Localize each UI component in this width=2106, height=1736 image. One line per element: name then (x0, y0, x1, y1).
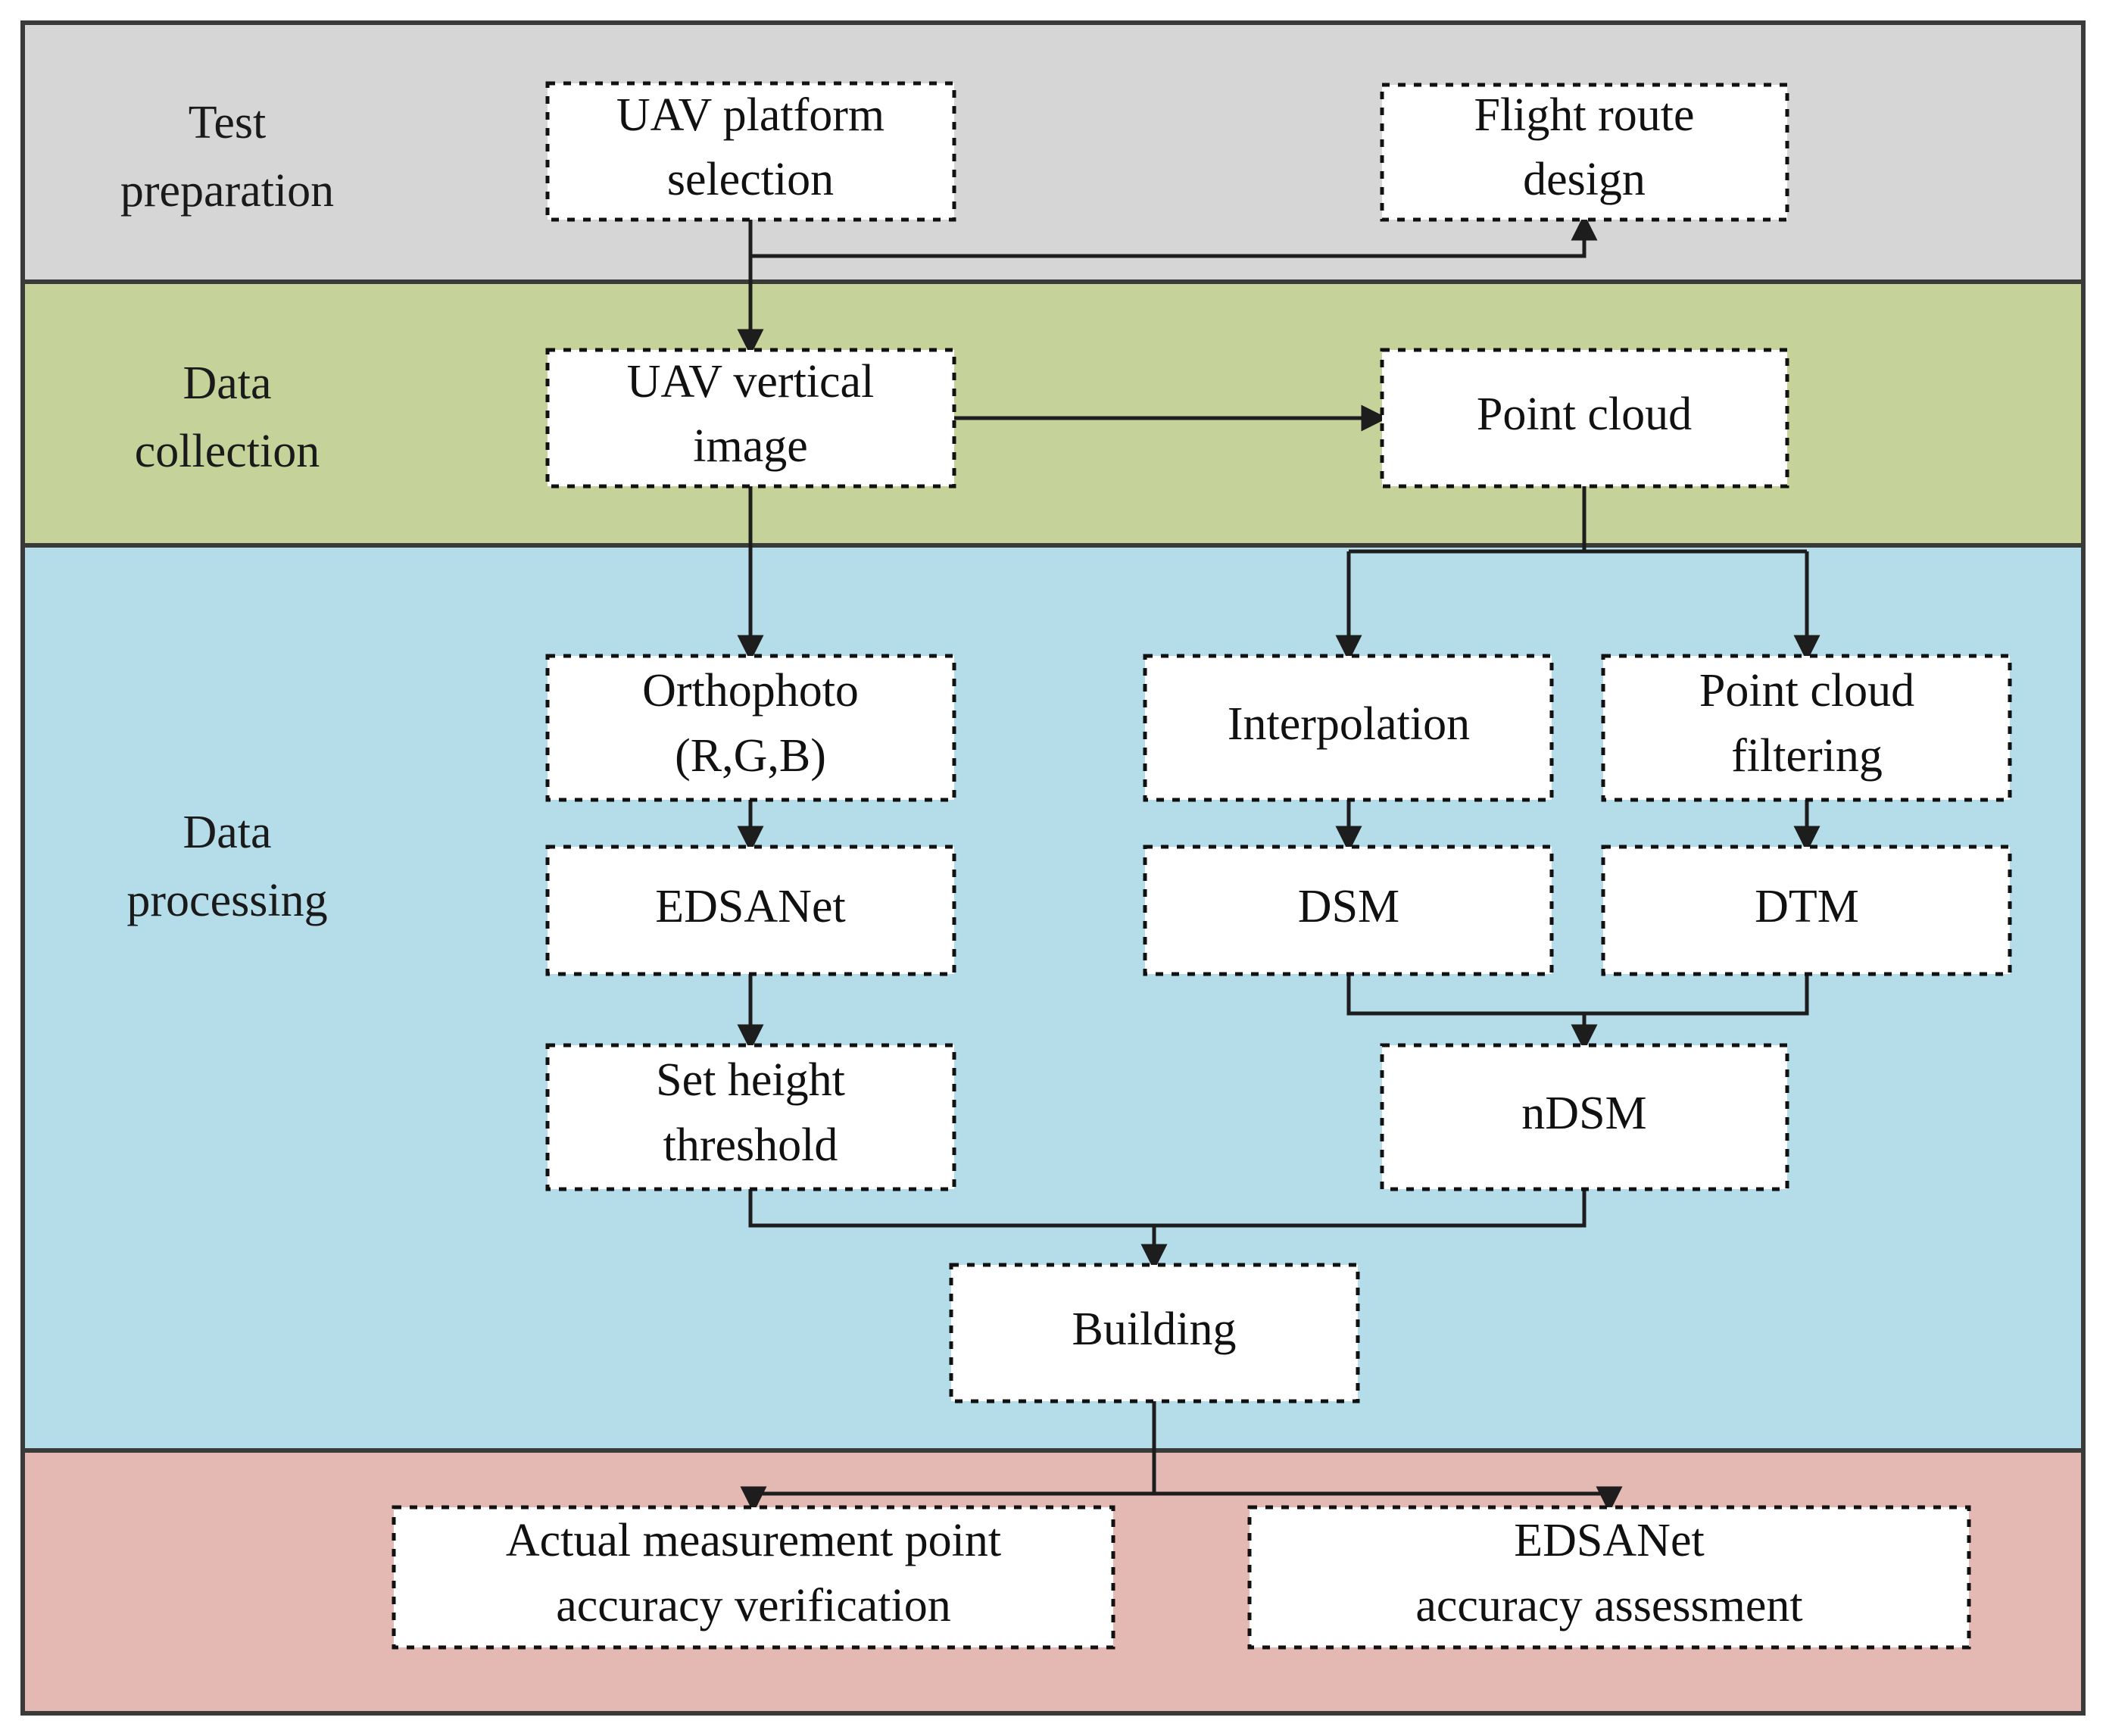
node-label-flight-route-design-line1: Flight route (1474, 89, 1694, 141)
band-label-data-processing-line1: Data (183, 807, 271, 858)
node-box-ndsm[interactable] (1380, 1043, 1789, 1191)
edge-dtm-stem (1584, 974, 1809, 1016)
node-box-edsanet-accuracy-assessment[interactable] (1247, 1505, 1971, 1650)
node-label-orthophoto-rgb-line2: (R,G,B) (675, 730, 826, 782)
node-label-uav-platform-selection-line1: UAV platform (616, 89, 885, 141)
node-box-set-height-threshold[interactable] (545, 1043, 956, 1191)
band-label-data-processing-line2: processing (126, 875, 327, 926)
node-label-point-cloud-filtering-line2: filtering (1731, 730, 1883, 782)
node-edsanet-accuracy-assessment[interactable]: EDSANet accuracy assessment (1247, 1505, 1971, 1650)
node-label-orthophoto-rgb-line1: Orthophoto (642, 665, 859, 717)
node-uav-vertical-image[interactable]: UAV vertical image (545, 348, 956, 489)
node-ndsm[interactable]: nDSM (1380, 1043, 1789, 1191)
node-label-dsm: DSM (1298, 881, 1399, 932)
band-labels: Test preparation Data collection Data pr… (120, 97, 334, 926)
node-label-edsanet-accuracy-assessment-line2: accuracy assessment (1415, 1580, 1802, 1631)
node-label-point-cloud-filtering-line1: Point cloud (1699, 665, 1914, 717)
node-label-dtm: DTM (1755, 881, 1859, 932)
band-label-test-preparation-line2: preparation (120, 165, 334, 217)
node-edsanet[interactable]: EDSANet (545, 845, 956, 976)
node-label-actual-measurement-point-line2: accuracy verification (556, 1580, 951, 1631)
node-label-uav-vertical-image-line2: image (693, 420, 808, 472)
node-point-cloud-filtering[interactable]: Point cloud filtering (1601, 654, 2012, 802)
node-set-height-threshold[interactable]: Set height threshold (545, 1043, 956, 1191)
node-box-building[interactable] (949, 1263, 1360, 1403)
node-box-interpolation[interactable] (1143, 654, 1554, 802)
band-label-test-preparation-line1: Test (189, 97, 266, 148)
band-group (20, 20, 2086, 1716)
node-point-cloud[interactable]: Point cloud (1380, 348, 1789, 489)
node-dsm[interactable]: DSM (1143, 845, 1554, 976)
node-box-dsm[interactable] (1143, 845, 1554, 976)
edge-group (737, 214, 1821, 1513)
node-label-flight-route-design-line2: design (1523, 154, 1646, 205)
edge-threshold-stem (748, 1189, 1154, 1228)
node-box-point-cloud[interactable] (1380, 348, 1789, 489)
node-box-actual-measurement-point-accuracy-verification[interactable] (392, 1505, 1115, 1650)
node-label-ndsm: nDSM (1521, 1088, 1646, 1139)
band-label-data-collection-line2: collection (135, 426, 320, 477)
node-label-building: Building (1072, 1304, 1236, 1355)
band-label-data-collection-line1: Data (183, 358, 271, 409)
node-dtm[interactable]: DTM (1601, 845, 2012, 976)
node-box-orthophoto-rgb[interactable] (545, 654, 956, 802)
node-label-edsanet: EDSANet (655, 881, 845, 932)
node-label-set-height-threshold-line2: threshold (663, 1119, 838, 1171)
node-box-edsanet[interactable] (545, 845, 956, 976)
edge-dsm-stem (1346, 974, 1584, 1016)
node-interpolation[interactable]: Interpolation (1143, 654, 1554, 802)
node-label-interpolation: Interpolation (1228, 698, 1470, 750)
node-flight-route-design[interactable]: Flight route design (1380, 83, 1789, 222)
node-actual-measurement-point-accuracy-verification[interactable]: Actual measurement point accuracy verifi… (392, 1505, 1115, 1650)
edge-ndsm-stem (1154, 1189, 1587, 1228)
node-label-point-cloud: Point cloud (1477, 389, 1692, 440)
node-box-dtm[interactable] (1601, 845, 2012, 976)
node-label-set-height-threshold-line1: Set height (656, 1054, 845, 1106)
node-group: UAV platform selection Flight route desi… (392, 81, 2012, 1650)
node-box-flight-route-design[interactable] (1380, 83, 1789, 222)
node-box-uav-vertical-image[interactable] (545, 348, 956, 489)
node-uav-platform-selection[interactable]: UAV platform selection (545, 81, 956, 222)
node-label-uav-platform-selection-line2: selection (667, 154, 834, 205)
node-label-actual-measurement-point-line1: Actual measurement point (506, 1515, 1001, 1566)
node-orthophoto-rgb[interactable]: Orthophoto (R,G,B) (545, 654, 956, 802)
node-label-edsanet-accuracy-assessment-line1: EDSANet (1514, 1515, 1704, 1566)
node-box-uav-platform-selection[interactable] (545, 81, 956, 222)
node-label-uav-vertical-image-line1: UAV vertical (627, 356, 875, 407)
node-building[interactable]: Building (949, 1263, 1360, 1403)
node-box-point-cloud-filtering[interactable] (1601, 654, 2012, 802)
